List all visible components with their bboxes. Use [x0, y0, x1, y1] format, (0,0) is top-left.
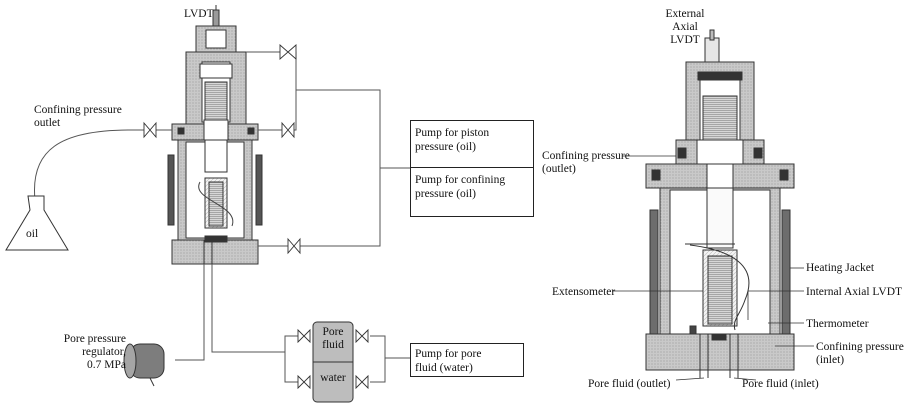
extensometer-label: Extensometer [552, 286, 616, 298]
base-plate [171, 239, 259, 265]
valve-icon [143, 121, 157, 139]
valve-icon [297, 374, 311, 390]
right-confining-outlet-label: Confining pressure (outlet) [542, 150, 630, 175]
external-lvdt-label: External Axial LVDT [665, 8, 705, 46]
pore-regulator-label: Pore pressure regulator, 0.7 MPa [63, 333, 126, 371]
water-label: water [320, 372, 346, 384]
pore-fluid-label: Pore fluid [322, 326, 344, 351]
right-cell [645, 29, 795, 378]
internal-lvdt-label: Internal Axial LVDT [806, 286, 903, 298]
confining-inlet-label: Confining pressure (inlet) [816, 341, 904, 366]
pore-outlet-label: Pore fluid (outlet) [588, 378, 671, 390]
valve-icon [281, 121, 295, 139]
valve-icon [297, 328, 311, 344]
thermometer-label: Thermometer [806, 318, 869, 330]
oil-flask-icon [5, 195, 69, 251]
heating-jacket-label: Heating Jacket [806, 262, 875, 274]
oil-label: oil [26, 228, 39, 240]
lvdt-label: LVDT [184, 8, 214, 20]
confining-outlet-label: Confining pressure outlet [34, 104, 122, 129]
pump-pore-box: Pump for pore fluid (water) [410, 343, 524, 377]
right-leaders [612, 155, 814, 381]
valve-icon [355, 328, 369, 344]
heating-jacket [649, 209, 659, 335]
lvdt-sensor [212, 9, 220, 27]
valve-icon [279, 44, 297, 60]
left-pipes [33, 51, 410, 383]
pump-piston-box: Pump for piston pressure (oil) [410, 120, 534, 168]
valves [143, 44, 369, 390]
pore-regulator-icon [123, 343, 165, 387]
valve-icon [287, 237, 301, 255]
left-cell [167, 5, 263, 265]
pore-inlet-label: Pore fluid (inlet) [742, 378, 819, 390]
pump-confining-box: Pump for confining pressure (oil) [410, 167, 534, 217]
valve-icon [355, 374, 369, 390]
pore-fluid-cylinder [312, 321, 354, 403]
